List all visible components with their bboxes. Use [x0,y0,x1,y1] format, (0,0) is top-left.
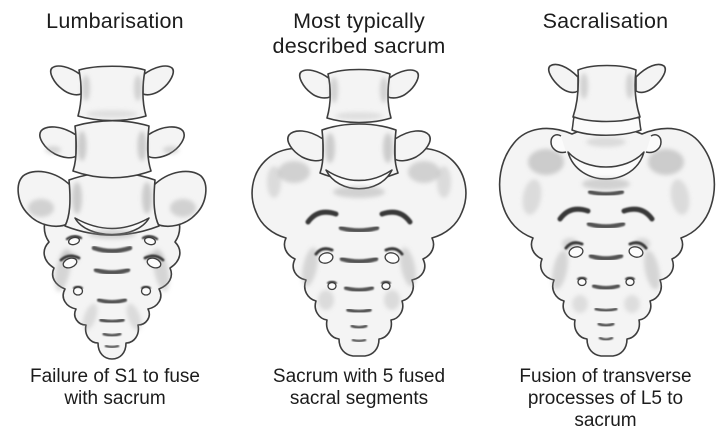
panel-caption-typical-sacrum: Sacrum with 5 fused sacral segments [272,366,446,410]
fusion-ridges [338,225,379,343]
lumbar-vertebra-2 [39,120,185,179]
l5-vertebra [286,123,431,198]
panel-typical-sacrum: Most typically described sacrum [230,0,488,435]
sacralisation-illustration [498,63,716,357]
lumbar-vertebra-1 [49,65,175,122]
typical-sacrum-illustration [250,68,467,357]
l5-vertebra [547,63,667,147]
unfused-s1-vertebra [17,170,207,239]
fusion-ridges [586,190,626,341]
s1-plate [550,134,662,190]
sacral-foramina [305,209,412,291]
fusion-ridges [91,245,133,349]
sacrum-outline [498,125,716,357]
panel-title-typical-sacrum: Most typically described sacrum [272,9,446,59]
sacrum-outline [250,141,467,357]
panel-title-lumbarisation: Lumbarisation [46,9,184,33]
panel-lumbarisation: Lumbarisation [0,0,230,435]
l4-vertebra [298,68,419,124]
panel-sacralisation: Sacralisation [488,0,723,435]
sacral-foramina [557,206,655,287]
lumbarisation-illustration [17,65,207,360]
panel-title-sacralisation: Sacralisation [542,9,669,33]
sacral-foramina [59,235,165,296]
panel-caption-lumbarisation: Failure of S1 to fuse with sacrum [29,366,201,410]
panel-caption-sacralisation: Fusion of transverse processes of L5 to … [519,366,692,432]
